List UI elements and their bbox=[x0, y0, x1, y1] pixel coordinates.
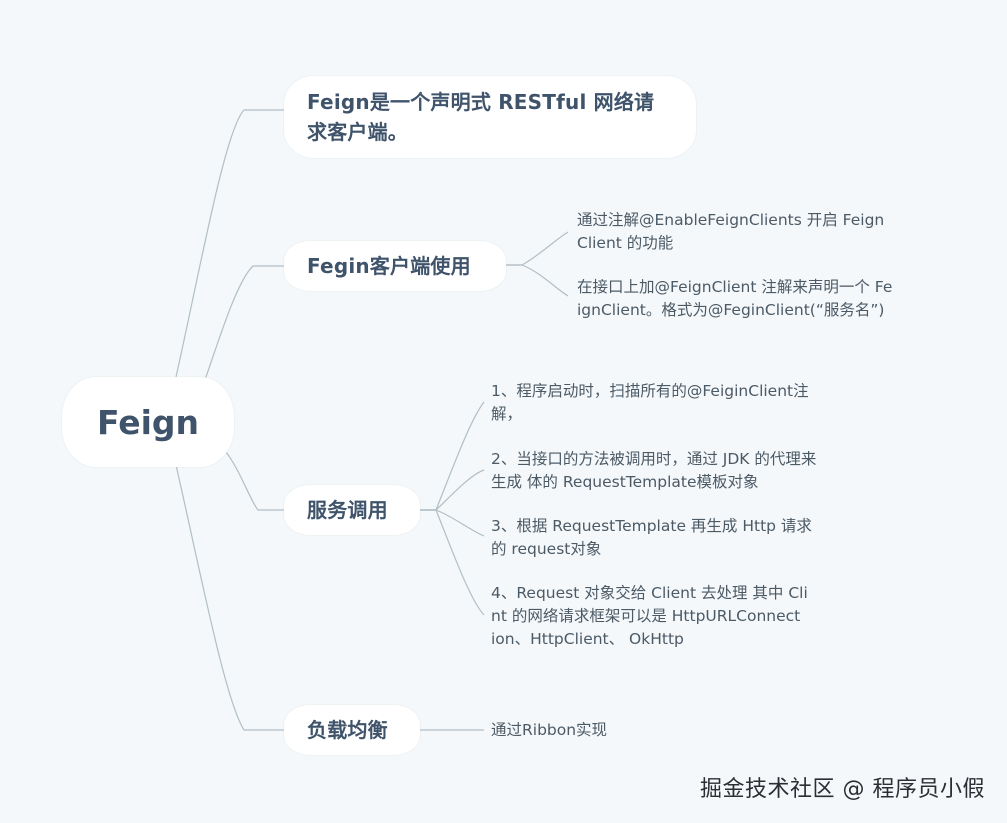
connector-service-call-leaf-4 bbox=[420, 509, 485, 616]
branch-node-client-usage[interactable]: Fegin客户端使用 bbox=[284, 241, 506, 291]
connector-service-call-leaf-1 bbox=[420, 401, 485, 511]
branch-node-load-balance[interactable]: 负载均衡 bbox=[284, 705, 420, 755]
branch-label-load-balance: 负载均衡 bbox=[307, 718, 388, 742]
leaf-feign-client-annotation[interactable]: 在接口上加@FeignClient 注解来声明一个 Fe ignClient。格… bbox=[577, 278, 893, 319]
connector-service-call-leaf-3 bbox=[420, 509, 485, 537]
leaf-service-call-step-4[interactable]: 4、Request 对象交给 Client 去处理 其中 Cli nt 的网络请… bbox=[491, 584, 808, 648]
root-node[interactable]: Feign bbox=[62, 377, 234, 467]
leaf-service-call-step-2[interactable]: 2、当接口的方法被调用时，通过 JDK 的代理来 生成 体的 RequestTe… bbox=[491, 450, 817, 491]
leaf-service-call-step-3[interactable]: 3、根据 RequestTemplate 再生成 Http 请求 的 reque… bbox=[491, 517, 812, 558]
connector-root-to-client-usage bbox=[204, 265, 284, 381]
branch-node-description[interactable]: Feign是一个声明式 RESTful 网络请 求客户端。 bbox=[284, 76, 696, 158]
leaf-service-call-step-1[interactable]: 1、程序启动时，扫描所有的@FeiginClient注 解， bbox=[491, 382, 809, 423]
branch-label-service-call: 服务调用 bbox=[307, 498, 388, 522]
leaf-enable-feign-clients[interactable]: 通过注解@EnableFeignClients 开启 Feign Client … bbox=[577, 211, 885, 252]
root-label: Feign bbox=[96, 402, 199, 442]
branch-node-service-call[interactable]: 服务调用 bbox=[284, 485, 420, 535]
connector-client-usage-leaf-2 bbox=[506, 264, 569, 297]
branch-label-client-usage: Fegin客户端使用 bbox=[307, 254, 471, 278]
branch-label-description: Feign是一个声明式 RESTful 网络请 求客户端。 bbox=[307, 90, 655, 144]
watermark: 掘金技术社区 @ 程序员小假 bbox=[700, 777, 985, 802]
connector-service-call-leaf-2 bbox=[420, 469, 485, 511]
leaf-ribbon[interactable]: 通过Ribbon实现 bbox=[491, 721, 608, 739]
connector-root-to-description bbox=[175, 109, 284, 378]
connector-root-to-service-call bbox=[225, 451, 284, 511]
connector-client-usage-leaf-1 bbox=[506, 231, 569, 266]
connector-root-to-load-balance bbox=[175, 464, 284, 731]
